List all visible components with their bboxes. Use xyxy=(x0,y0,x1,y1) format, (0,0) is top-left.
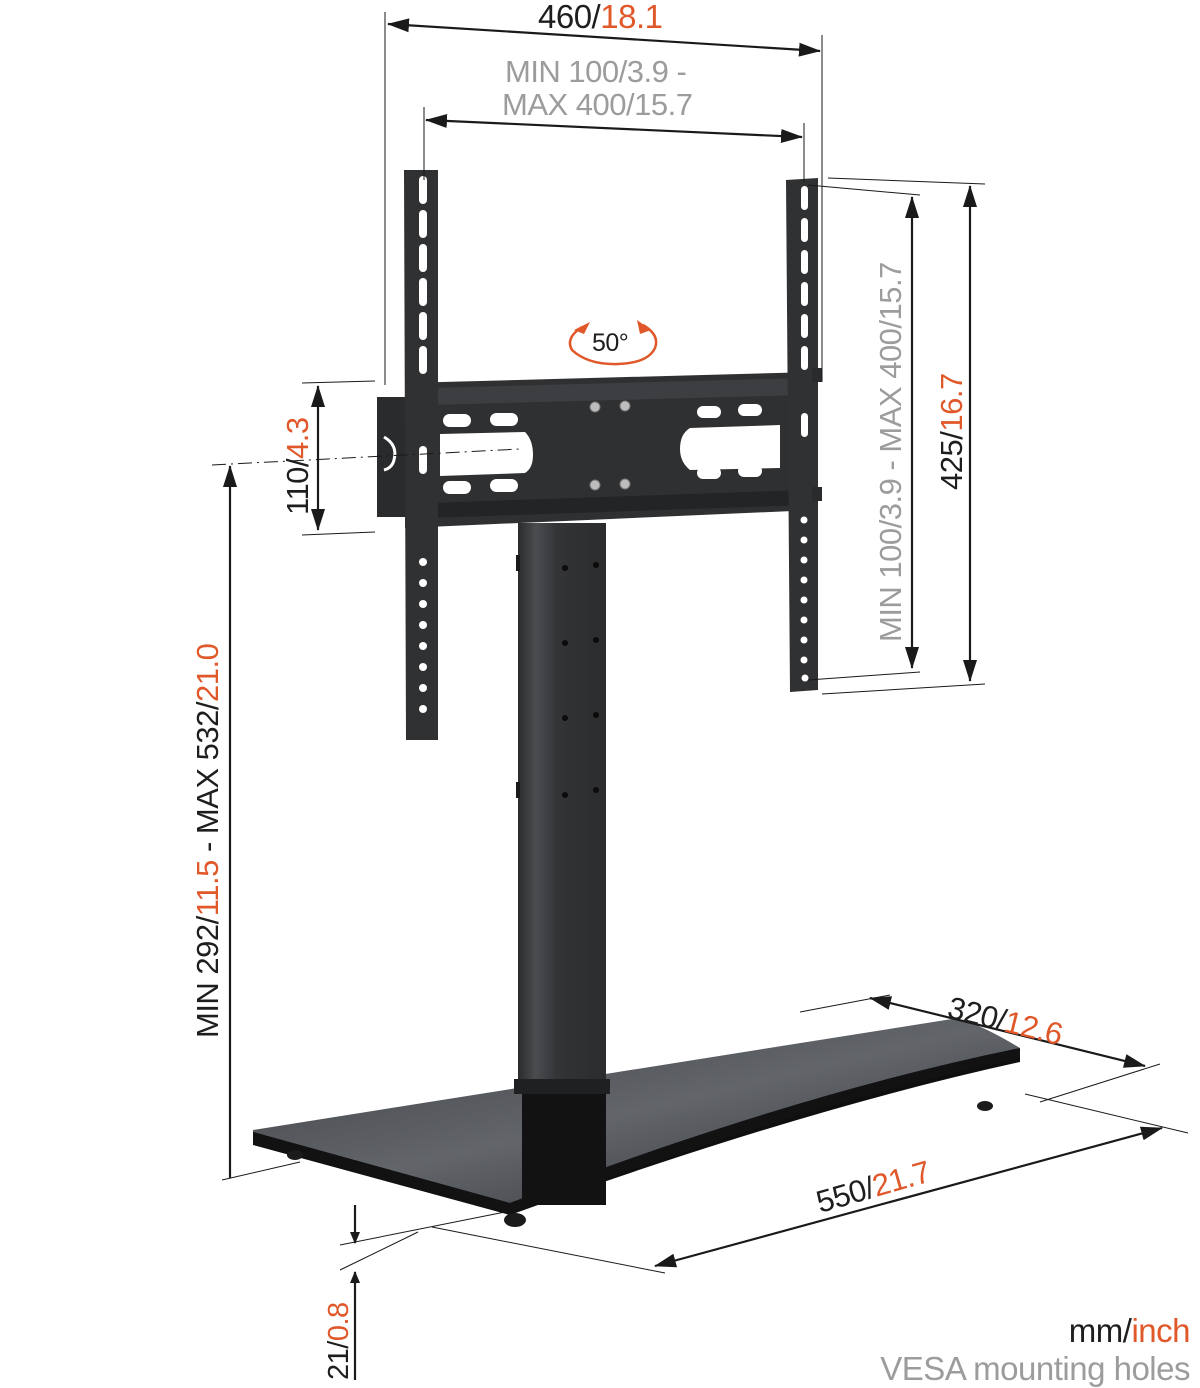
base-foot xyxy=(977,1101,993,1111)
mounting-crossbar xyxy=(377,372,815,528)
units-inch-label: inch xyxy=(1131,1312,1190,1349)
base-foot xyxy=(504,1213,526,1227)
dim-bracket-height: 425/16.7 xyxy=(821,177,986,695)
dim-foot-clearance: 21/0.8 xyxy=(323,1205,506,1380)
svg-text:MIN 100/3.9 -: MIN 100/3.9 - xyxy=(505,54,686,89)
svg-text:460/18.1: 460/18.1 xyxy=(538,0,662,35)
dim-mount-height: MIN 292/11.5 - MAX 532/21.0 xyxy=(190,465,301,1181)
svg-text:50°: 50° xyxy=(592,329,628,357)
units-mm-label: mm/ xyxy=(1068,1312,1132,1349)
crossbar-bolts xyxy=(589,400,631,491)
tv-stand-product xyxy=(253,170,1020,1227)
rotate-arrows-icon xyxy=(568,323,658,366)
left-vesa-arm xyxy=(404,170,438,740)
column-height-holes xyxy=(562,562,599,798)
svg-text:MAX 400/15.7: MAX 400/15.7 xyxy=(502,87,692,122)
support-column xyxy=(514,523,610,1205)
crossbar-slots xyxy=(443,404,762,494)
svg-text:425/16.7: 425/16.7 xyxy=(934,373,969,490)
svg-text:MIN 292/11.5 - MAX 532/21.0: MIN 292/11.5 - MAX 532/21.0 xyxy=(190,643,225,1038)
svg-text:21/0.8: 21/0.8 xyxy=(323,1302,355,1380)
base-foot xyxy=(287,1150,303,1160)
dim-vesa-vertical: MIN 100/3.9 - MAX 400/15.7 xyxy=(807,184,921,681)
units-legend: mm/inch xyxy=(1068,1312,1191,1350)
glass-base-plate xyxy=(253,1018,1020,1227)
dim-crossbar-height: 110/4.3 xyxy=(280,380,376,536)
swivel-angle-indicator: 50° xyxy=(568,320,658,366)
svg-text:MIN 100/3.9 - MAX 400/15.7: MIN 100/3.9 - MAX 400/15.7 xyxy=(873,262,908,642)
vesa-legend-note: VESA mounting holes xyxy=(880,1350,1190,1387)
svg-text:110/4.3: 110/4.3 xyxy=(280,417,315,515)
right-vesa-arm xyxy=(786,178,822,692)
dim-bracket-width: 460/18.1 xyxy=(384,0,823,385)
dim-vesa-horizontal: MIN 100/3.9 - MAX 400/15.7 xyxy=(423,54,805,182)
svg-text:550/21.7: 550/21.7 xyxy=(812,1154,934,1220)
